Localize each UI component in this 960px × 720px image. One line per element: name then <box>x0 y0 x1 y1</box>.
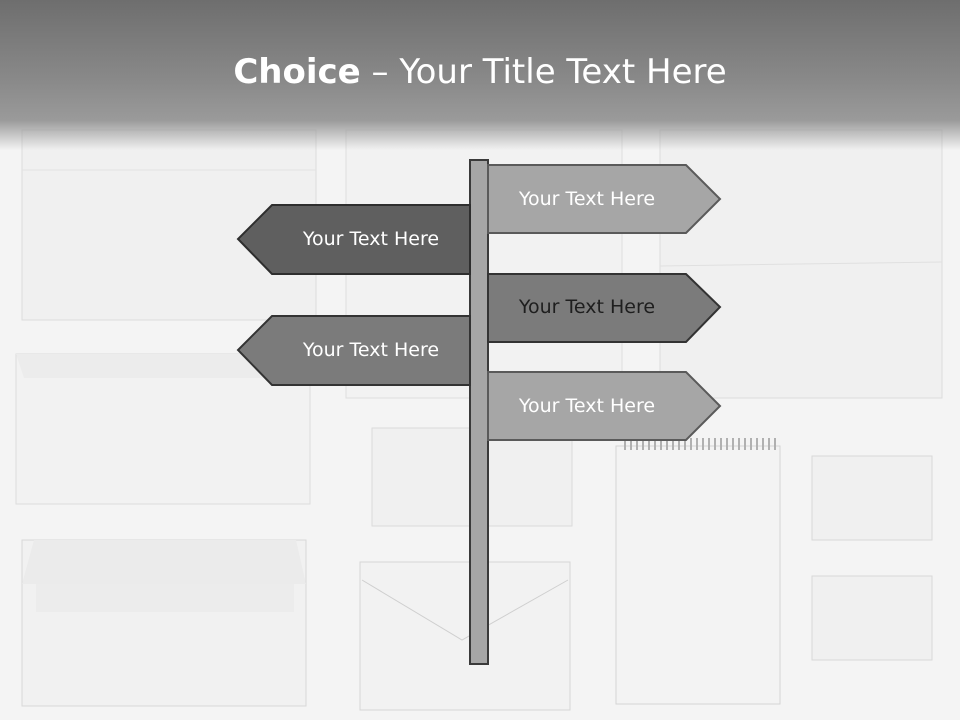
sign-label-1: Your Text Here <box>518 188 656 210</box>
notepad <box>615 445 781 705</box>
spiral-ring <box>774 438 776 450</box>
sign-label-4: Your Text Here <box>302 339 440 361</box>
slide-title: Choice – Your Title Text Here <box>0 52 960 92</box>
sign-arrow-5 <box>487 371 722 441</box>
sign-arrow-1 <box>487 164 722 234</box>
spiral-ring <box>720 438 722 450</box>
spiral-ring <box>744 438 746 450</box>
sign-arrow-2 <box>236 204 471 275</box>
business-card <box>811 575 933 661</box>
signpost-pole <box>469 159 489 665</box>
title-bar <box>0 0 960 150</box>
sign-label-5: Your Text Here <box>518 395 656 417</box>
spiral-ring <box>624 438 626 450</box>
spiral-ring <box>756 438 758 450</box>
sign-arrow-4 <box>236 315 471 386</box>
sign-arrow-3 <box>487 273 722 343</box>
spiral-ring <box>648 438 650 450</box>
spiral-ring <box>672 438 674 450</box>
spiral-ring <box>630 438 632 450</box>
spiral-ring <box>666 438 668 450</box>
spiral-ring <box>768 438 770 450</box>
spiral-ring <box>738 438 740 450</box>
sign-label-3: Your Text Here <box>518 296 656 318</box>
title-bold-word: Choice <box>233 52 361 92</box>
spiral-ring <box>684 438 686 450</box>
spiral-ring <box>702 438 704 450</box>
spiral-ring <box>696 438 698 450</box>
envelope <box>359 561 571 711</box>
spiral-ring <box>690 438 692 450</box>
spiral-ring <box>750 438 752 450</box>
spiral-ring <box>732 438 734 450</box>
business-card <box>811 455 933 541</box>
sign-label-2: Your Text Here <box>302 228 440 250</box>
title-text: – Your Title Text Here <box>360 52 727 92</box>
spiral-ring <box>762 438 764 450</box>
spiral-ring <box>654 438 656 450</box>
spiral-ring <box>708 438 710 450</box>
spiral-ring <box>678 438 680 450</box>
spiral-ring <box>642 438 644 450</box>
spiral-ring <box>714 438 716 450</box>
spiral-ring <box>726 438 728 450</box>
spiral-ring <box>660 438 662 450</box>
spiral-ring <box>636 438 638 450</box>
